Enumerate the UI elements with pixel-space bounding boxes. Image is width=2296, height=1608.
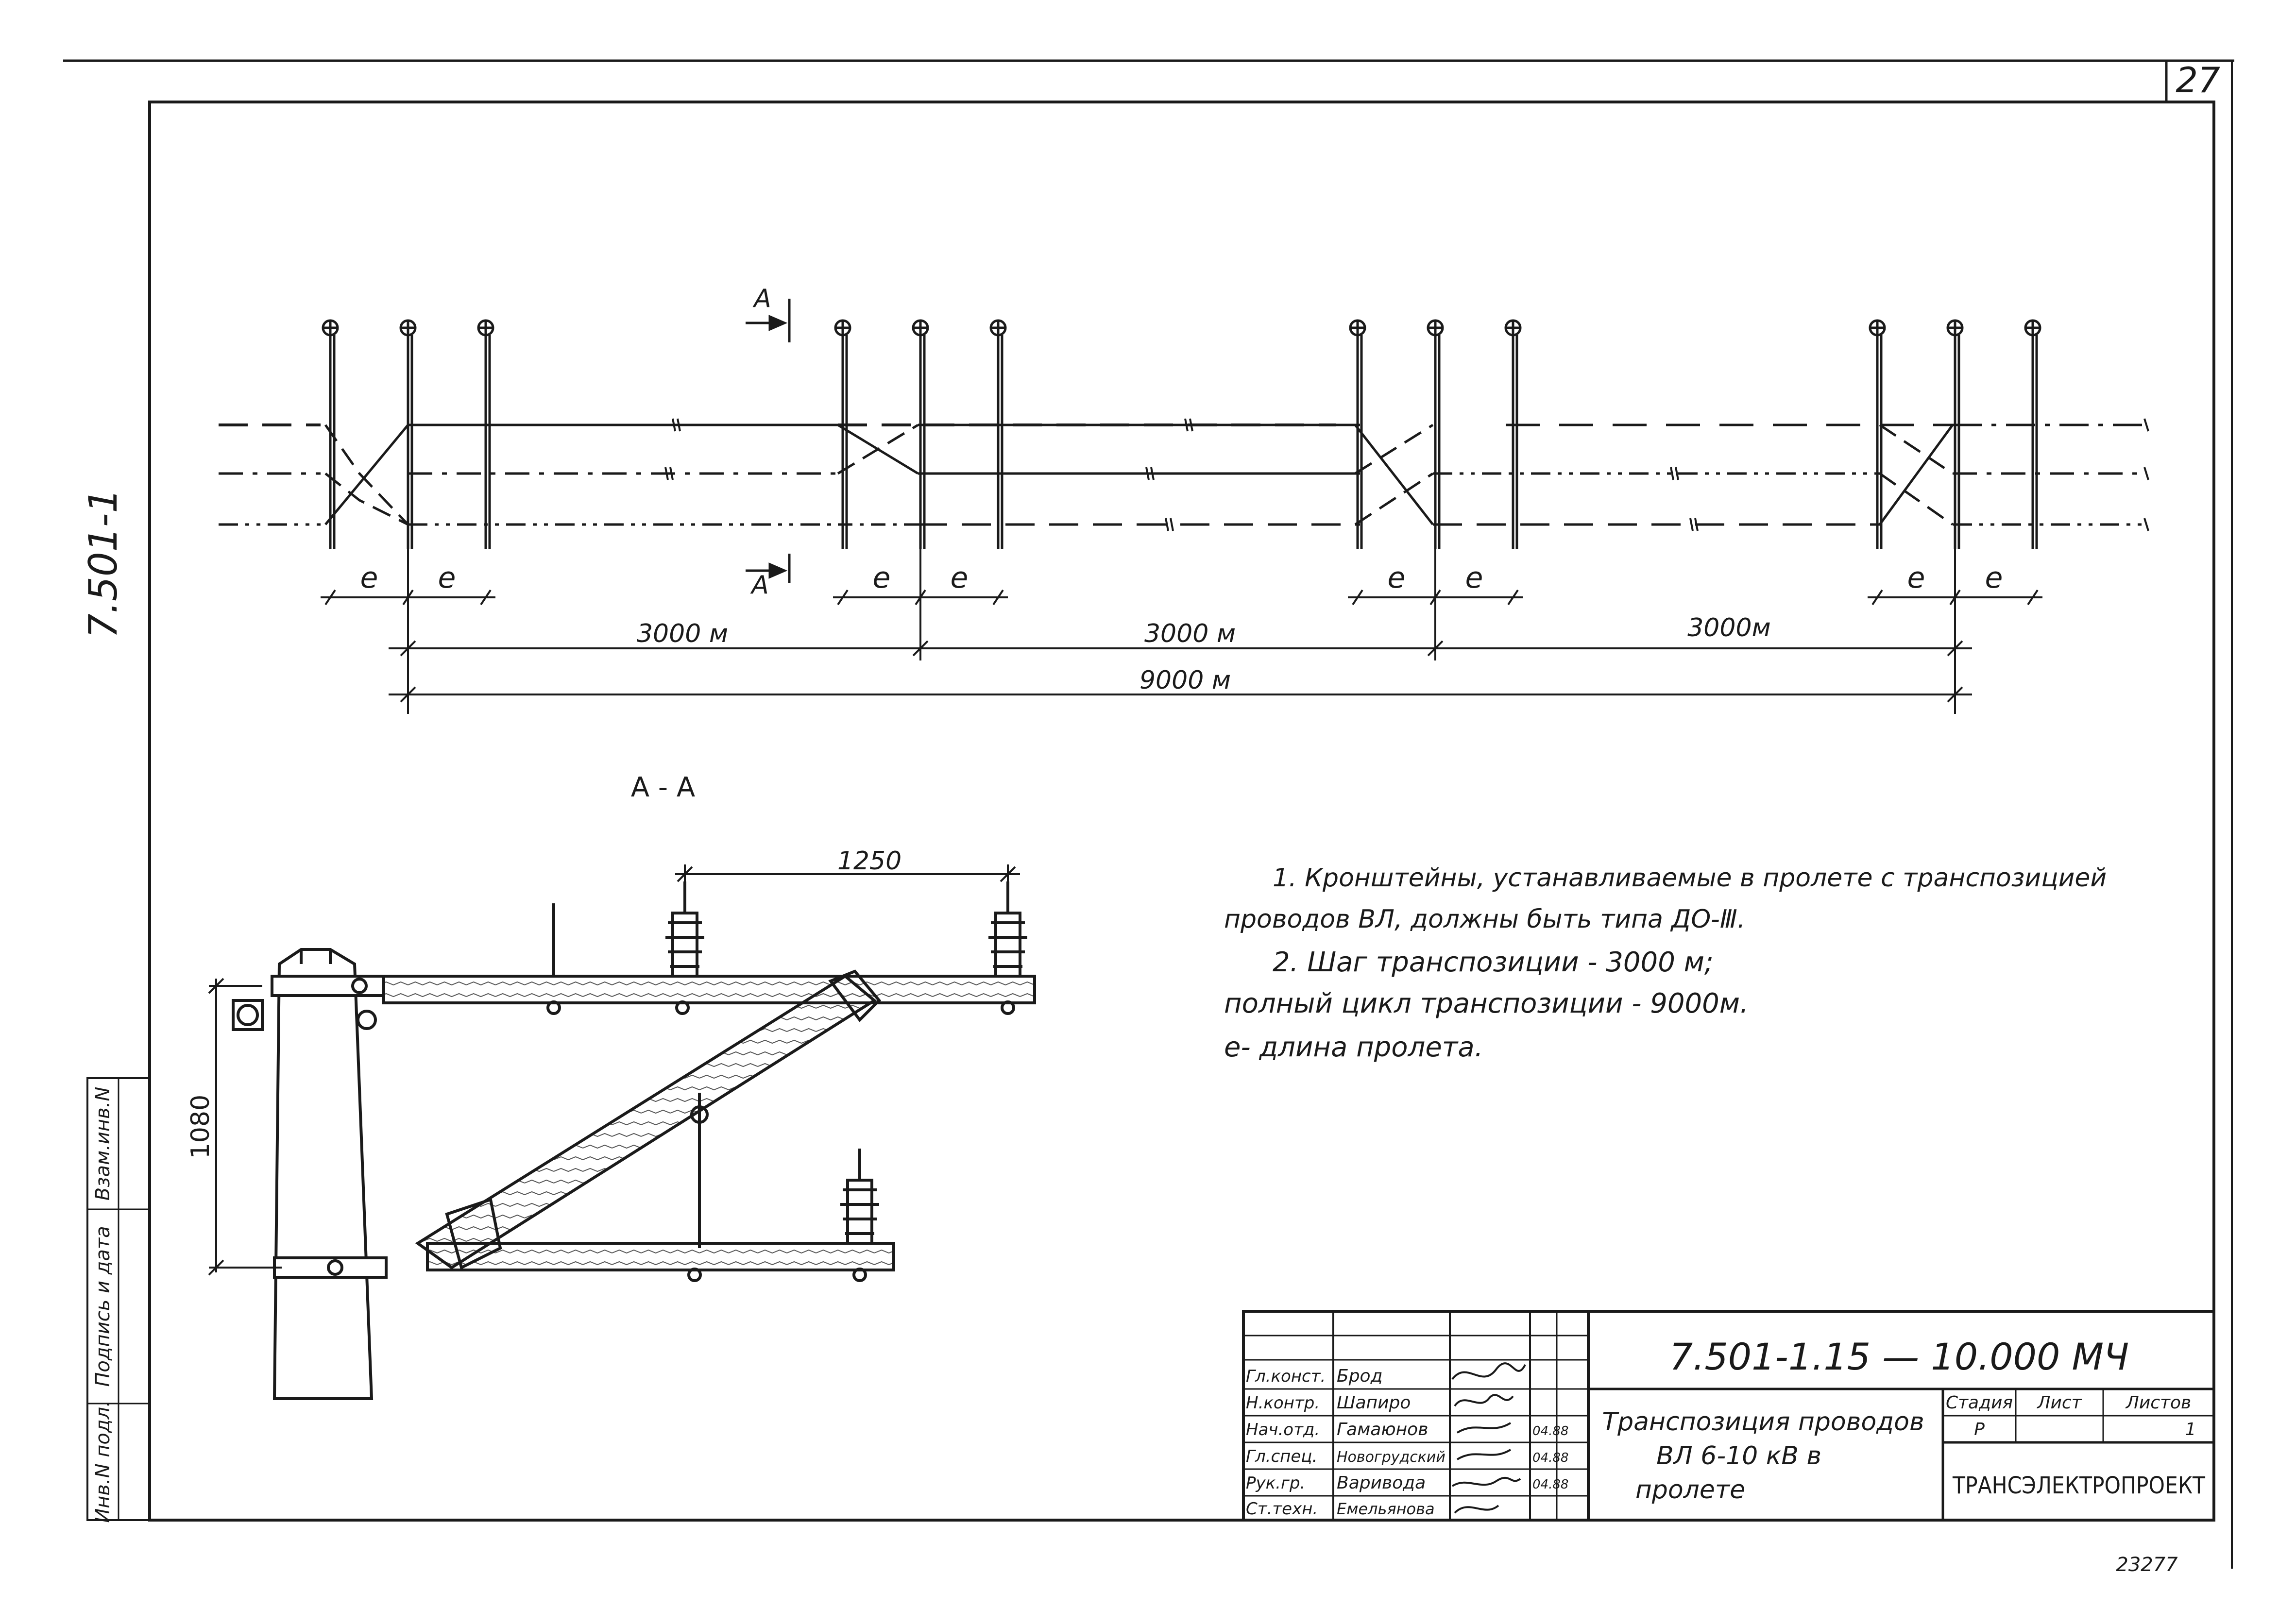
staff-role: Рук.гр.: [1246, 1473, 1305, 1493]
staff-table: Гл.конст. Брод Н.контр. Шапиро Нач.отд. …: [1246, 1366, 1568, 1519]
diagonal-brace: [415, 974, 877, 1269]
note-line-2: проводов ВЛ, должны быть типа ДО-Ⅲ.: [1224, 905, 1745, 934]
organization: ТРАНСЭЛЕКТРОПРОЕКТ: [1952, 1472, 2205, 1499]
staff-role: Гл.спец.: [1246, 1447, 1317, 1466]
staff-name: Варивода: [1337, 1473, 1426, 1493]
sheets-value: 1: [2185, 1420, 2196, 1439]
staff-name: Брод: [1337, 1366, 1382, 1386]
pitch-label-3: 3000м: [1687, 613, 1771, 643]
staff-role: Ст.техн.: [1246, 1499, 1318, 1519]
staff-role: Нач.отд.: [1246, 1420, 1320, 1439]
pole-group-4: [1869, 319, 2041, 549]
drawing-title-1: Транспозиция проводов: [1602, 1407, 1924, 1437]
pitch-label-2: 3000 м: [1144, 619, 1236, 648]
span-label: e: [360, 561, 378, 595]
drawing-title-2: ВЛ 6-10 кВ в: [1656, 1441, 1821, 1471]
span-label: e: [1465, 561, 1483, 595]
staff-name: Гамаюнов: [1337, 1420, 1428, 1439]
insulator-2: [988, 881, 1027, 978]
pole-group-3: [1349, 319, 1522, 549]
side-stamp: Инв.N подл. Подпись и дата Взам.инв.N: [86, 1077, 151, 1523]
staff-date: 04.88: [1532, 1477, 1568, 1492]
notes: 1. Кронштейны, устанавливаемые в пролете…: [1224, 863, 2107, 1063]
span-label: e: [873, 561, 891, 595]
stamp-replace-label: Взам.инв.N: [92, 1087, 114, 1201]
sheet-header: Лист: [2036, 1393, 2082, 1413]
staff-date: 04.88: [1532, 1424, 1568, 1439]
note-line-1: 1. Кронштейны, устанавливаемые в пролете…: [1273, 863, 2107, 893]
archive-number: 23277: [2116, 1554, 2178, 1576]
side-series-code: 7.501-1: [81, 489, 126, 639]
section-dimensions: [208, 864, 1020, 1276]
pitch-dimensions: [389, 549, 1972, 714]
span-label: e: [1388, 561, 1406, 595]
note-line-4: полный цикл транспозиции - 9000м.: [1224, 988, 1749, 1019]
note-line-3: 2. Шаг транспозиции - 3000 м;: [1273, 947, 1714, 978]
staff-name: Новогрудский: [1337, 1449, 1446, 1466]
staff-role: Гл.конст.: [1246, 1367, 1326, 1386]
stamp-sign-label: Подпись и дата: [92, 1226, 114, 1387]
pitch-label-1: 3000 м: [637, 619, 728, 648]
signatures: [1451, 1362, 1526, 1514]
stamp-inv-label: Инв.N подл.: [92, 1401, 114, 1523]
stage-value: Р: [1974, 1420, 1985, 1439]
staff-date: 04.88: [1532, 1451, 1568, 1465]
page-number: 27: [2176, 60, 2220, 101]
section-marker-bottom: [746, 554, 791, 583]
section-marker-top: [746, 299, 791, 342]
lower-crossarm: [426, 1242, 895, 1271]
drawing-frame: [148, 101, 2215, 1522]
insulator-3: [840, 1149, 879, 1245]
span-label: e: [1907, 561, 1925, 595]
note-line-5: e- длина пролета.: [1224, 1032, 1483, 1063]
total-length-label: 9000 м: [1139, 666, 1231, 695]
dim-horizontal-label: 1250: [837, 846, 901, 876]
pole-group-1: [322, 319, 494, 549]
bracket-section-drawing: [232, 881, 1036, 1400]
stage-header: Стадия: [1946, 1393, 2013, 1413]
section-label-bottom: A: [750, 571, 769, 600]
section-title: А - А: [631, 772, 695, 803]
staff-role: Н.контр.: [1246, 1393, 1320, 1413]
insulator-1: [665, 881, 704, 978]
section-label-top: A: [752, 284, 771, 313]
span-label: e: [438, 561, 456, 595]
span-label: e: [1985, 561, 2003, 595]
title-block: [1242, 1310, 2215, 1522]
pole-group-2: [834, 319, 1007, 549]
dim-vertical-label: 1080: [186, 1095, 215, 1159]
document-code: 7.501-1.15 — 10.000 МЧ: [1669, 1335, 2129, 1378]
staff-name: Шапиро: [1337, 1393, 1411, 1413]
transposition-plan: [219, 299, 2149, 714]
sheets-header: Листов: [2125, 1393, 2191, 1413]
span-dimensions: [321, 589, 2042, 606]
page-number-box: 27: [2165, 60, 2220, 102]
upper-crossarm: [382, 975, 1036, 1004]
drawing-title-3: пролете: [1635, 1475, 1745, 1505]
span-label: e: [951, 561, 969, 595]
staff-name: Емельянова: [1337, 1500, 1435, 1518]
